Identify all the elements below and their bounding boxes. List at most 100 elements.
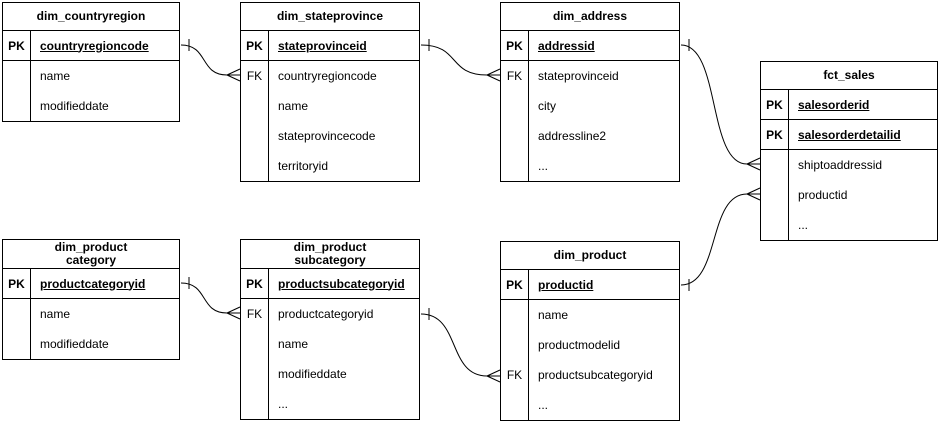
key-label: PK [761, 120, 789, 149]
entity-row-dim_stateprovince-stateprovinceid: PK stateprovinceid [241, 31, 419, 61]
field-name: productcategoryid [278, 307, 374, 321]
key-label: FK [501, 360, 529, 390]
field-name: modifieddate [40, 99, 109, 113]
field-name: ... [278, 397, 289, 411]
field-name: modifieddate [40, 337, 109, 351]
key-label [501, 91, 529, 121]
entity-row-dim_productcategory-modifieddate: modifieddate [3, 329, 179, 359]
key-label: PK [241, 269, 269, 298]
field-name: shiptoaddressid [798, 158, 883, 172]
entity-row-dim_productcategory-productcategoryid: PK productcategoryid [3, 269, 179, 299]
entity-row-fct_sales-shiptoaddressid: shiptoaddressid [761, 150, 937, 180]
relationship-dim_stateprovince-to-dim_address[interactable] [420, 39, 501, 82]
field-name: name [278, 337, 309, 351]
relationship-dim_productcategory-to-dim_productsubcategory[interactable] [180, 277, 241, 320]
entity-row-dim_stateprovince-territoryid: territoryid [241, 151, 419, 181]
entity-row-dim_productsubcategory-productsubcategoryid: PK productsubcategoryid [241, 269, 419, 299]
field-name: addressid [538, 38, 595, 53]
key-label: PK [241, 31, 269, 60]
cardinality-many-crowfoot [486, 369, 501, 383]
entity-row-dim_product-name: name [501, 300, 679, 330]
key-label: PK [501, 270, 529, 299]
field-name: countryregioncode [40, 38, 149, 53]
relationship-dim_countryregion-to-dim_stateprovince[interactable] [180, 39, 241, 82]
entity-row-fct_sales-productid: productid [761, 180, 937, 210]
relationship-curve [180, 44, 228, 76]
field-name: countryregioncode [278, 69, 377, 83]
entity-row-dim_productsubcategory-modifieddate: modifieddate [241, 359, 419, 389]
key-label [501, 121, 529, 151]
field-name: productsubcategoryid [538, 368, 653, 382]
key-label: PK [3, 269, 31, 298]
key-label [241, 389, 269, 419]
relationship-dim_product-to-fct_sales[interactable] [680, 187, 761, 291]
entity-title-dim_countryregion: dim_countryregion [3, 3, 179, 31]
field-name: ... [798, 218, 809, 232]
key-label [3, 61, 31, 91]
cardinality-many-crowfoot [746, 187, 761, 201]
entity-title-dim_product: dim_product [501, 242, 679, 270]
field-name: modifieddate [278, 367, 347, 381]
field-name: stateprovinceid [278, 38, 367, 53]
entity-row-fct_sales-more: ... [761, 210, 937, 240]
key-label: PK [761, 90, 789, 119]
key-label [501, 151, 529, 181]
relationship-curve [680, 44, 748, 165]
entity-row-dim_productsubcategory-more: ... [241, 389, 419, 419]
relationship-curve [180, 282, 228, 314]
entity-title-dim_stateprovince: dim_stateprovince [241, 3, 419, 31]
entity-row-dim_productcategory-name: name [3, 299, 179, 329]
entity-row-dim_countryregion-modifieddate: modifieddate [3, 91, 179, 121]
key-label: FK [501, 61, 529, 91]
entity-row-dim_countryregion-countryregioncode: PK countryregioncode [3, 31, 179, 61]
field-name: name [40, 69, 71, 83]
entity-row-dim_address-city: city [501, 91, 679, 121]
field-name: territoryid [278, 159, 329, 173]
relationship-curve [420, 44, 488, 76]
field-name: productcategoryid [40, 276, 146, 291]
entity-row-dim_address-addressline2: addressline2 [501, 121, 679, 151]
entity-title-dim_address: dim_address [501, 3, 679, 31]
field-name: productid [798, 188, 848, 202]
relationship-dim_productsubcategory-to-dim_product[interactable] [420, 308, 501, 383]
key-label [241, 329, 269, 359]
field-name: salesorderid [798, 97, 870, 112]
relationship-dim_address-to-fct_sales[interactable] [680, 39, 761, 171]
entity-row-dim_product-productsubcategoryid: FK productsubcategoryid [501, 360, 679, 390]
field-name: ... [538, 159, 549, 173]
key-label: PK [3, 31, 31, 60]
field-name: productsubcategoryid [278, 276, 405, 291]
cardinality-many-crowfoot [486, 68, 501, 82]
key-label [241, 91, 269, 121]
key-label [3, 91, 31, 121]
key-label: PK [501, 31, 529, 60]
entity-row-dim_address-addressid: PK addressid [501, 31, 679, 61]
key-label [3, 299, 31, 329]
field-name: name [538, 308, 569, 322]
key-label [3, 329, 31, 359]
entity-row-dim_stateprovince-stateprovincecode: stateprovincecode [241, 121, 419, 151]
entity-row-dim_productsubcategory-productcategoryid: FK productcategoryid [241, 299, 419, 329]
entity-row-fct_sales-salesorderid: PK salesorderid [761, 90, 937, 120]
entity-title-dim_productcategory: dim_product category [3, 240, 179, 269]
entity-row-dim_product-more: ... [501, 390, 679, 420]
key-label: FK [241, 299, 269, 329]
entity-row-dim_stateprovince-name: name [241, 91, 419, 121]
relationship-curve [420, 313, 488, 377]
key-label [761, 150, 789, 180]
key-label [501, 300, 529, 330]
key-label [501, 390, 529, 420]
key-label [761, 210, 789, 240]
